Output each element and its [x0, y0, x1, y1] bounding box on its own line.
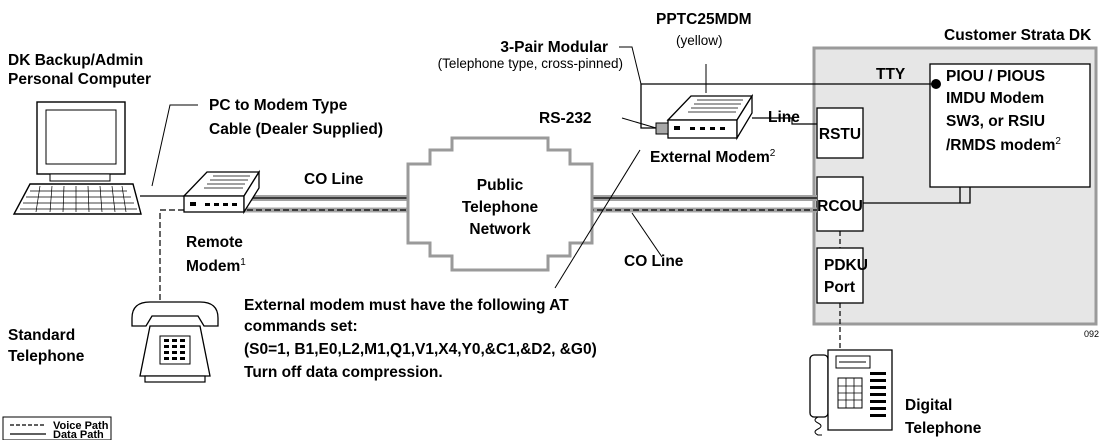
rcou-label: RCOU — [817, 198, 863, 215]
pdku-label-line1: PDKU — [824, 257, 868, 274]
piou-label-text: /RMDS modem — [946, 137, 1055, 154]
remote-modem-label-line2: Modem1 — [186, 257, 246, 275]
co-line-top-label: CO Line — [304, 171, 364, 188]
adapter-color-label: (yellow) — [676, 33, 723, 48]
rcou-card — [816, 176, 864, 232]
note-line1: External modem must have the following A… — [244, 297, 569, 314]
strata-title: Customer Strata DK — [944, 27, 1092, 44]
standard-phone-label-line2: Telephone — [8, 348, 85, 365]
piou-card — [929, 63, 1091, 188]
computer-label-line2: Personal Computer — [8, 71, 151, 88]
pc-cable-label-line2: Cable (Dealer Supplied) — [209, 121, 383, 138]
legend-data-label: Data Path — [53, 429, 104, 440]
standard-telephone-icon — [131, 301, 219, 383]
network-label-line3: Network — [469, 221, 531, 238]
line-label: Line — [768, 109, 800, 126]
external-modem-footnote: 2 — [770, 148, 776, 159]
modular-sublabel: (Telephone type, cross-pinned) — [438, 56, 623, 71]
computer-label-line1: DK Backup/Admin — [8, 52, 143, 69]
figure-number: 092 — [1084, 329, 1099, 339]
pdku-label-line2: Port — [824, 279, 855, 296]
strata-dk-cabinet — [812, 46, 1098, 326]
rstu-card — [816, 107, 864, 159]
connection-lines — [140, 79, 971, 350]
legend-voice-label: Voice Path — [53, 420, 109, 432]
remote-modem-label-line1: Remote — [186, 234, 243, 251]
piou-label-line4: /RMDS modem2 — [946, 136, 1061, 154]
pptc25mdm-adapter — [655, 122, 669, 135]
piou-label-line1: PIOU / PIOUS — [946, 68, 1045, 85]
pc-cable-label-line1: PC to Modem Type — [209, 97, 348, 114]
external-modem-label: External Modem2 — [650, 148, 776, 166]
tty-label: TTY — [876, 66, 906, 83]
standard-phone-label-line1: Standard — [8, 327, 75, 344]
remote-modem-icon — [182, 169, 261, 215]
computer-icon — [12, 101, 142, 215]
network-cloud — [406, 136, 594, 272]
piou-label-line3: SW3, or RSIU — [946, 113, 1045, 130]
digital-phone-label-line2: Telephone — [905, 420, 982, 437]
piou-footnote: 2 — [1055, 136, 1061, 147]
note-line3: (S0=1, B1,E0,L2,M1,Q1,V1,X4,Y0,&C1,&D2, … — [244, 341, 597, 358]
digital-telephone-icon — [809, 349, 893, 436]
modular-label: 3-Pair Modular — [500, 39, 608, 56]
pointer-lines — [151, 46, 707, 289]
remote-modem-text: Modem — [186, 258, 240, 275]
note-line4: Turn off data compression. — [244, 364, 443, 381]
external-modem-text: External Modem — [650, 149, 770, 166]
piou-label-line2: IMDU Modem — [946, 90, 1044, 107]
external-modem-icon — [666, 93, 754, 141]
co-line-bottom-label: CO Line — [624, 253, 684, 270]
adapter-part-label: PPTC25MDM — [656, 11, 752, 28]
note-line2: commands set: — [244, 318, 358, 335]
rstu-label: RSTU — [819, 126, 861, 143]
legend: Voice Path Data Path — [2, 416, 112, 440]
network-label-line1: Public — [477, 177, 524, 194]
remote-modem-footnote: 1 — [240, 257, 246, 268]
network-label-line2: Telephone — [462, 199, 539, 216]
digital-phone-label-line1: Digital — [905, 397, 952, 414]
rs232-label: RS-232 — [539, 110, 592, 127]
labels: DK Backup/Admin Personal Computer PC to … — [8, 11, 1099, 437]
